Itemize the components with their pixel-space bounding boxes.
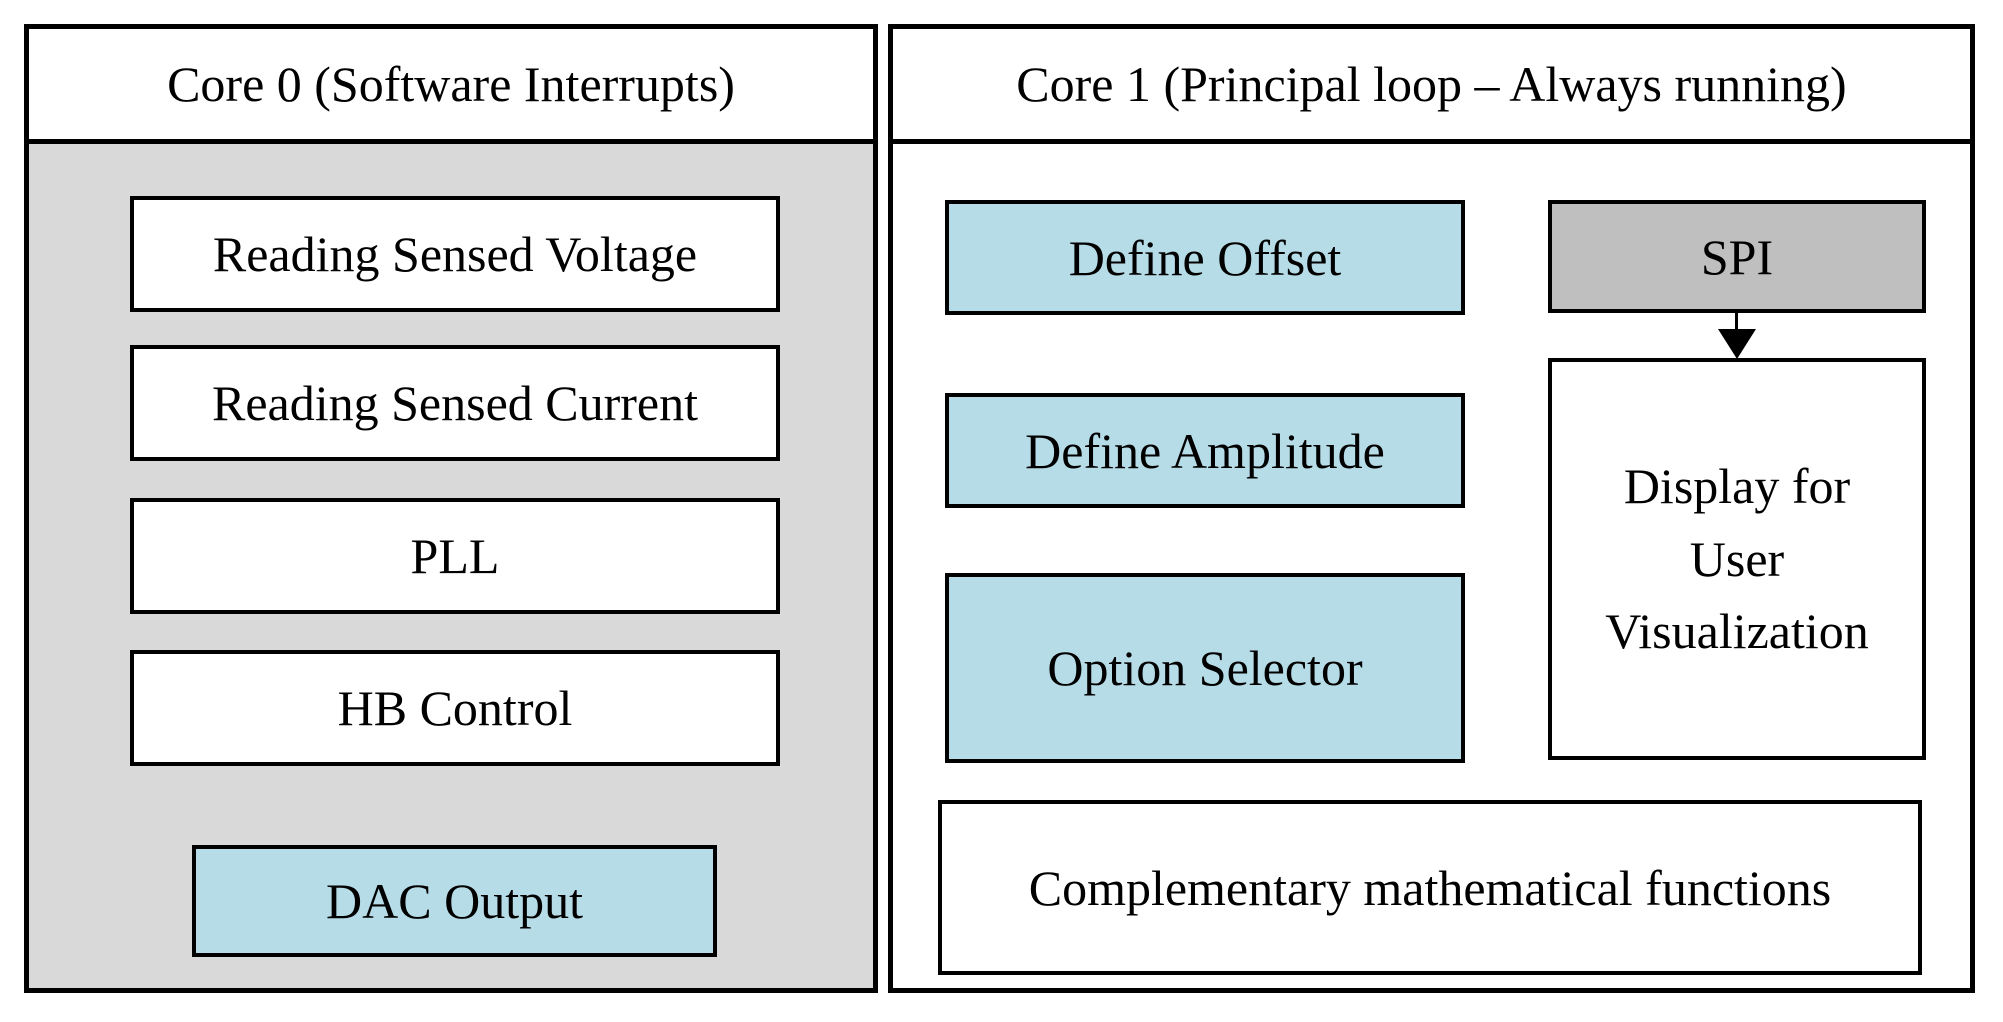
core0-panel: Core 0 (Software Interrupts) Reading Sen… — [24, 24, 878, 993]
box-label: DAC Output — [326, 873, 583, 929]
spi-to-display-arrowhead-icon — [1718, 329, 1756, 359]
box-label: Reading Sensed Voltage — [212, 226, 698, 282]
core1-title: Core 1 (Principal loop – Always running) — [1016, 56, 1847, 112]
core0-header: Core 0 (Software Interrupts) — [29, 29, 873, 144]
box-reading-sensed-voltage: Reading Sensed Voltage — [130, 196, 780, 312]
box-spi: SPI — [1548, 200, 1926, 313]
box-label: Display for User Visualization — [1605, 458, 1869, 660]
box-label: SPI — [1700, 228, 1774, 285]
core1-panel: Core 1 (Principal loop – Always running)… — [888, 24, 1975, 993]
box-label: Reading Sensed Current — [211, 375, 698, 431]
box-define-offset: Define Offset — [945, 200, 1465, 315]
box-label: HB Control — [337, 680, 573, 736]
box-display-for-user-visualization: Display for User Visualization — [1548, 358, 1926, 760]
box-label: Option Selector — [1047, 640, 1363, 696]
box-hb-control: HB Control — [130, 650, 780, 766]
core0-title: Core 0 (Software Interrupts) — [167, 56, 735, 112]
box-label: Define Amplitude — [1025, 422, 1385, 479]
box-dac-output: DAC Output — [192, 845, 717, 957]
box-label: Complementary mathematical functions — [1028, 859, 1832, 916]
box-reading-sensed-current: Reading Sensed Current — [130, 345, 780, 461]
spi-to-display-arrow-stem — [1735, 313, 1738, 333]
box-complementary-mathematical-functions: Complementary mathematical functions — [938, 800, 1922, 975]
box-define-amplitude: Define Amplitude — [945, 393, 1465, 508]
box-pll: PLL — [130, 498, 780, 614]
core1-header: Core 1 (Principal loop – Always running) — [893, 29, 1970, 144]
box-label: Define Offset — [1068, 229, 1342, 286]
box-option-selector: Option Selector — [945, 573, 1465, 763]
box-label: PLL — [410, 528, 500, 584]
